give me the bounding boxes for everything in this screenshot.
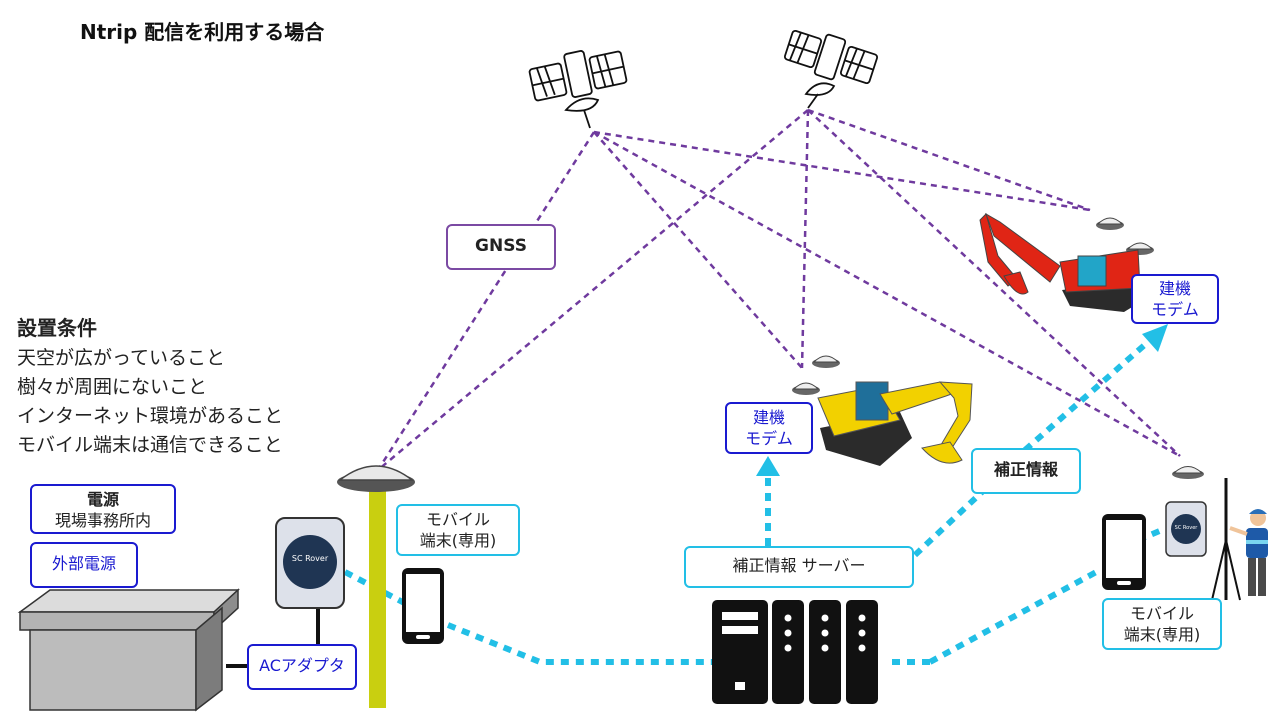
excavator-yellow-icon bbox=[792, 355, 973, 466]
excavator-red-icon bbox=[979, 212, 1154, 312]
modem-right-line2: モデム bbox=[1151, 300, 1199, 319]
data-line bbox=[912, 489, 985, 558]
gnss-line bbox=[800, 109, 810, 369]
mobile-terminal-left-box: モバイル 端末(専用) bbox=[396, 504, 520, 556]
external-power-box: 外部電源 bbox=[30, 542, 138, 588]
gnss-line bbox=[377, 109, 809, 471]
surveyor-icon bbox=[1229, 509, 1268, 596]
gnss-line bbox=[807, 108, 1091, 212]
gnss-line bbox=[807, 109, 1181, 457]
satellite-icon bbox=[783, 29, 879, 109]
power-box: 電源 現場事務所内 bbox=[30, 484, 176, 534]
mobile-right-line1: モバイル bbox=[1129, 604, 1194, 623]
mobile-left-line2: 端末(専用) bbox=[419, 531, 497, 550]
server-icon bbox=[712, 600, 878, 704]
satellite-icon bbox=[528, 50, 628, 129]
page-title: Ntrip 配信を利用する場合 bbox=[80, 20, 325, 44]
sc-rover-small-label: SC Rover bbox=[1174, 525, 1198, 531]
arrow-up-icon bbox=[756, 456, 780, 476]
modem-right-box: 建機 モデム bbox=[1131, 274, 1219, 324]
modem-center-line2: モデム bbox=[745, 429, 793, 448]
sc-rover-receiver bbox=[275, 517, 345, 645]
modem-center-line1: 建機 bbox=[752, 408, 785, 427]
condition-item: 天空が広がっていること bbox=[17, 347, 226, 369]
correction-server-box: 補正情報 サーバー bbox=[684, 546, 914, 588]
data-line bbox=[928, 567, 1102, 665]
rover-pole-setup bbox=[1165, 466, 1241, 601]
gnss-line bbox=[593, 130, 1181, 458]
gnss-label-box: GNSS bbox=[446, 224, 556, 270]
arrow-up-right-icon bbox=[1142, 324, 1168, 352]
condition-item: モバイル端末は通信できること bbox=[17, 434, 283, 456]
modem-right-line1: 建機 bbox=[1158, 279, 1191, 298]
gnss-antenna-icon bbox=[337, 465, 415, 492]
power-title: 電源 bbox=[86, 490, 119, 509]
data-line bbox=[446, 622, 712, 665]
gnss-label: GNSS bbox=[475, 236, 527, 256]
condition-item: 樹々が周囲にないこと bbox=[17, 376, 208, 398]
power-location: 現場事務所内 bbox=[54, 511, 151, 530]
site-office-building bbox=[17, 588, 240, 712]
mobile-terminal-right-box: モバイル 端末(専用) bbox=[1102, 598, 1222, 650]
smartphone-icon bbox=[1102, 514, 1146, 590]
external-power-label: 外部電源 bbox=[51, 554, 116, 573]
mobile-right-line2: 端末(専用) bbox=[1123, 625, 1201, 644]
gnss-line bbox=[593, 131, 803, 369]
data-line bbox=[1023, 339, 1150, 453]
condition-item: インターネット環境があること bbox=[17, 405, 284, 427]
correction-server-label: 補正情報 サーバー bbox=[732, 556, 866, 575]
antenna-pole bbox=[369, 486, 386, 708]
mobile-left-line1: モバイル bbox=[425, 510, 490, 529]
sc-rover-label: SC Rover bbox=[291, 554, 329, 563]
modem-center-box: 建機 モデム bbox=[725, 402, 813, 454]
gnss-signal-lines bbox=[376, 108, 1181, 471]
ac-adapter-box: ACアダプタ bbox=[247, 644, 357, 690]
gnss-line bbox=[376, 131, 596, 471]
ac-adapter-label: ACアダプタ bbox=[259, 656, 345, 675]
gnss-line bbox=[593, 130, 1091, 212]
smartphone-icon bbox=[402, 568, 444, 644]
conditions-heading: 設置条件 bbox=[17, 316, 97, 340]
correction-info-box: 補正情報 bbox=[971, 448, 1081, 494]
correction-info-label: 補正情報 bbox=[993, 460, 1058, 479]
